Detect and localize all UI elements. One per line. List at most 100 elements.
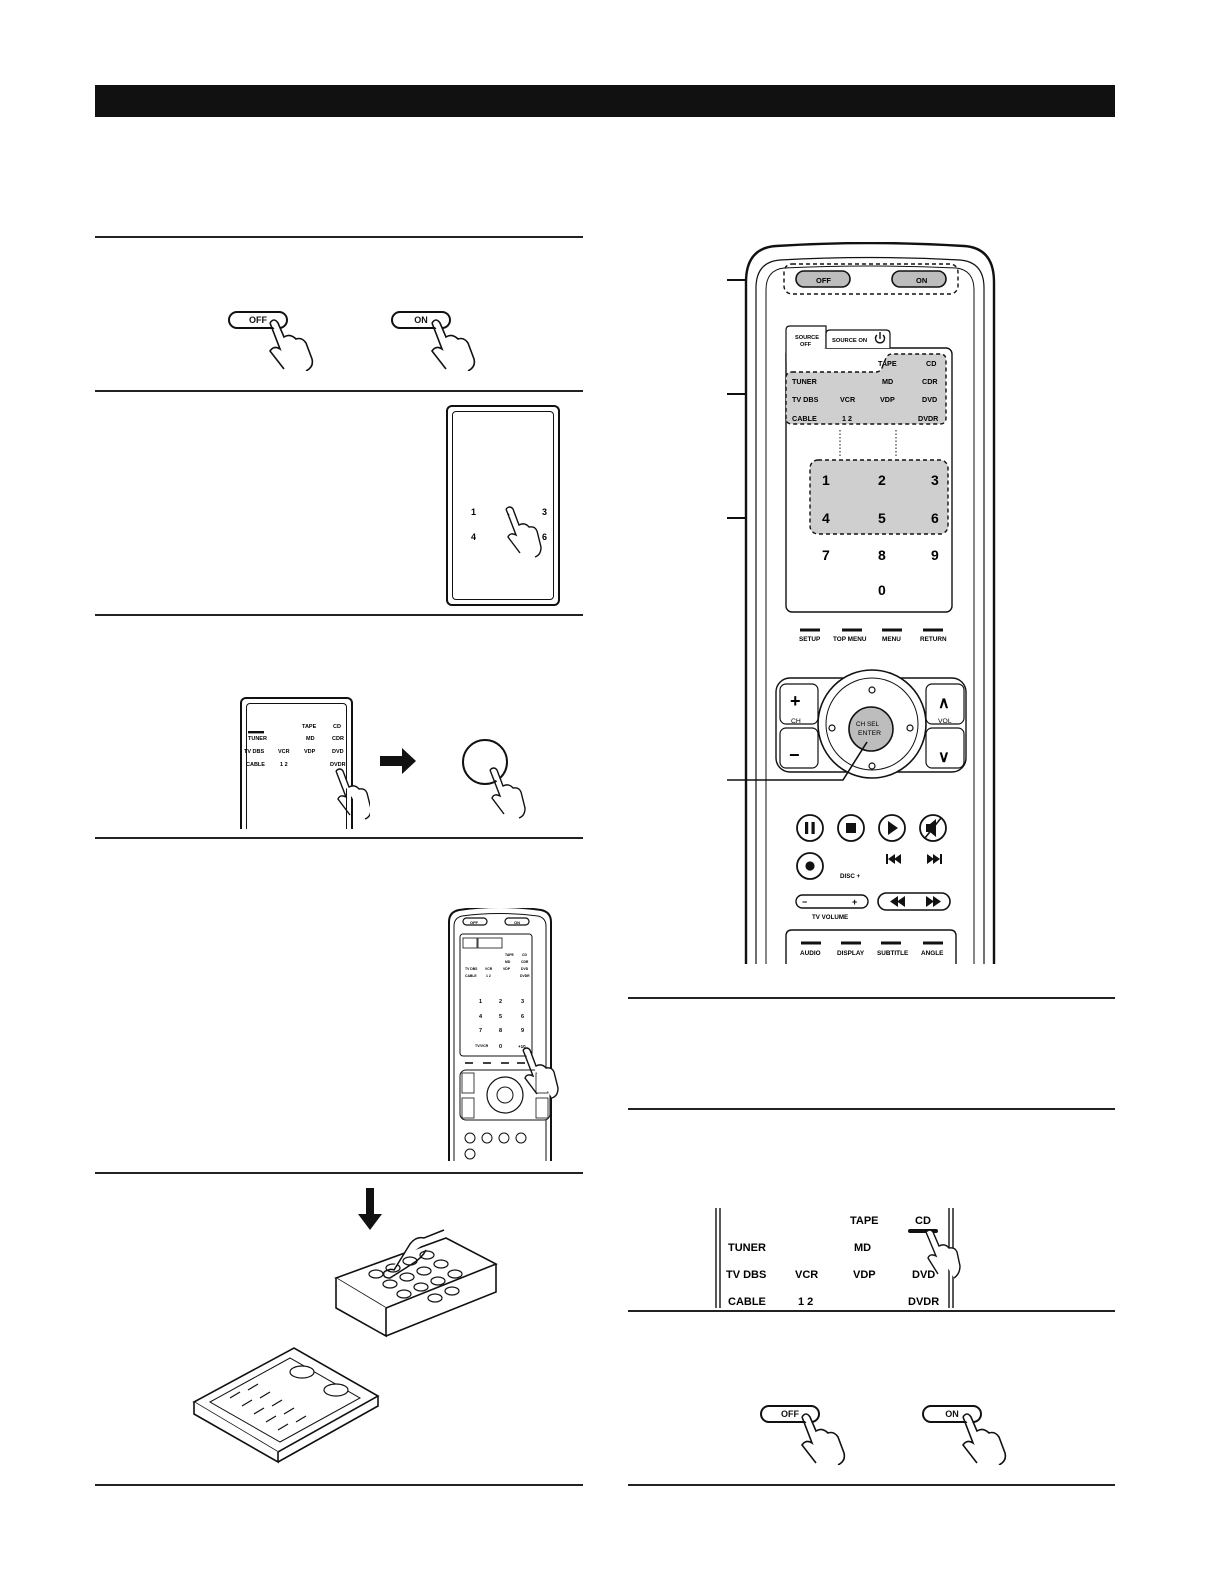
remote-key-4[interactable]: 4 [822,510,830,526]
svg-text:+: + [852,897,857,907]
remote-key-8[interactable]: 8 [878,547,886,563]
divider [95,1172,583,1174]
number-keys: 1 2 3 4 6 [471,506,547,558]
play-icon [888,821,898,835]
source-tuner[interactable]: TUNER [248,736,267,742]
remote-key-5[interactable]: 5 [878,510,886,526]
keypad-group-highlight [809,459,949,535]
small-key-9[interactable]: 9 [521,1028,524,1034]
remote-key-6[interactable]: 6 [931,510,939,526]
ch-down-button[interactable] [779,727,819,769]
source-dvd[interactable]: DVD [332,749,344,755]
svg-text:OFF: OFF [800,342,812,348]
rew-ff-rocker[interactable] [877,892,951,911]
detail-vcr[interactable]: VCR [795,1269,818,1281]
remote-key-3[interactable]: 3 [931,472,939,488]
small-key-3[interactable]: 3 [521,999,524,1005]
src-cable[interactable]: CABLE [792,414,817,423]
ch-up-button[interactable] [779,683,819,725]
tab-source-off[interactable]: SOURCE [795,335,819,341]
detail-cd[interactable]: CD [915,1215,931,1227]
remote-key-9[interactable]: 9 [931,547,939,563]
src-12[interactable]: 1 2 [842,414,852,423]
hand-pressing-icon [522,1047,559,1099]
remote-audio-button[interactable]: AUDIO [800,950,821,957]
source-cdr[interactable]: CDR [332,736,344,742]
small-off[interactable]: OFF [470,920,479,925]
divider [628,1310,1115,1312]
src-md[interactable]: MD [882,377,893,386]
detail-tvdbs[interactable]: TV DBS [726,1269,766,1281]
key-1[interactable]: 1 [471,507,476,517]
small-key-5[interactable]: 5 [499,1014,502,1020]
src-dvdr[interactable]: DVDR [918,414,939,423]
vol-up-button[interactable] [925,683,965,725]
hand-pressing-icon [925,1229,961,1279]
remote-key-7[interactable]: 7 [822,547,830,563]
key-6[interactable]: 6 [542,532,547,542]
small-key-tvvcr[interactable]: TV/VCR [475,1044,489,1048]
source-vcr[interactable]: VCR [278,749,290,755]
divider [95,837,583,839]
source-group-highlight [785,353,947,425]
small-key-4[interactable]: 4 [479,1014,483,1020]
tab-source-on[interactable]: SOURCE ON [832,338,867,344]
remote-setup-button[interactable]: SETUP [799,636,821,643]
source-cable[interactable]: CABLE [246,762,265,768]
detail-dvd[interactable]: DVD [912,1269,935,1281]
key-3[interactable]: 3 [542,507,547,517]
remote-menu-button[interactable]: MENU [882,636,901,643]
key-4[interactable]: 4 [471,532,476,542]
detail-cable[interactable]: CABLE [728,1296,766,1308]
small-key-6[interactable]: 6 [521,1014,524,1020]
source-md[interactable]: MD [306,736,315,742]
detail-vdp[interactable]: VDP [853,1269,876,1281]
small-key-8[interactable]: 8 [499,1028,502,1034]
tv-volume-rocker[interactable] [795,894,869,909]
remote-key-0[interactable]: 0 [878,582,886,598]
small-key-plus10[interactable]: +10 [518,1044,526,1049]
remote-off-button[interactable] [795,270,851,288]
detail-tuner[interactable]: TUNER [728,1242,766,1254]
remote-on-button[interactable] [891,270,947,288]
source-tape[interactable]: TAPE [302,724,317,730]
src-vcr[interactable]: VCR [840,395,856,404]
small-key-1[interactable]: 1 [479,999,482,1005]
src-tape[interactable]: TAPE [878,359,897,368]
src-vdp[interactable]: VDP [880,395,895,404]
small-key-7[interactable]: 7 [479,1028,482,1034]
detail-tape[interactable]: TAPE [850,1215,879,1227]
source-tvdbs[interactable]: TV DBS [244,749,265,755]
src-cd[interactable]: CD [926,359,936,368]
enter-button[interactable] [848,706,894,752]
skip-forward-icon [927,854,942,864]
small-on[interactable]: ON [514,920,520,925]
src-tuner[interactable]: TUNER [792,377,818,386]
remote-subtitle-button[interactable]: SUBTITLE [877,950,909,957]
svg-text:∨: ∨ [938,749,950,766]
remote-key-2[interactable]: 2 [878,472,886,488]
pause-button[interactable] [796,814,824,842]
arrow-right-icon [380,748,416,774]
detail-12[interactable]: 1 2 [798,1296,813,1308]
remote-topmenu-button[interactable]: TOP MENU [833,636,867,643]
small-key-0[interactable]: 0 [499,1044,502,1050]
remote-display-button[interactable]: DISPLAY [837,950,865,957]
src-dvd[interactable]: DVD [922,395,937,404]
hand-pressing-icon [269,319,314,371]
source-12[interactable]: 1 2 [280,762,288,768]
source-vdp[interactable]: VDP [304,749,316,755]
learning-remotes-illustration [192,1188,498,1464]
remote-return-button[interactable]: RETURN [920,636,947,643]
src-tvdbs[interactable]: TV DBS [792,395,819,404]
remote-key-1[interactable]: 1 [822,472,830,488]
detail-md[interactable]: MD [854,1242,871,1254]
vol-down-button[interactable] [925,727,965,769]
src-cdr[interactable]: CDR [922,377,938,386]
source-dvdr[interactable]: DVDR [330,762,346,768]
small-key-2[interactable]: 2 [499,999,502,1005]
remote-angle-button[interactable]: ANGLE [921,950,944,957]
source-cd[interactable]: CD [333,724,341,730]
detail-dvdr[interactable]: DVDR [908,1296,939,1308]
